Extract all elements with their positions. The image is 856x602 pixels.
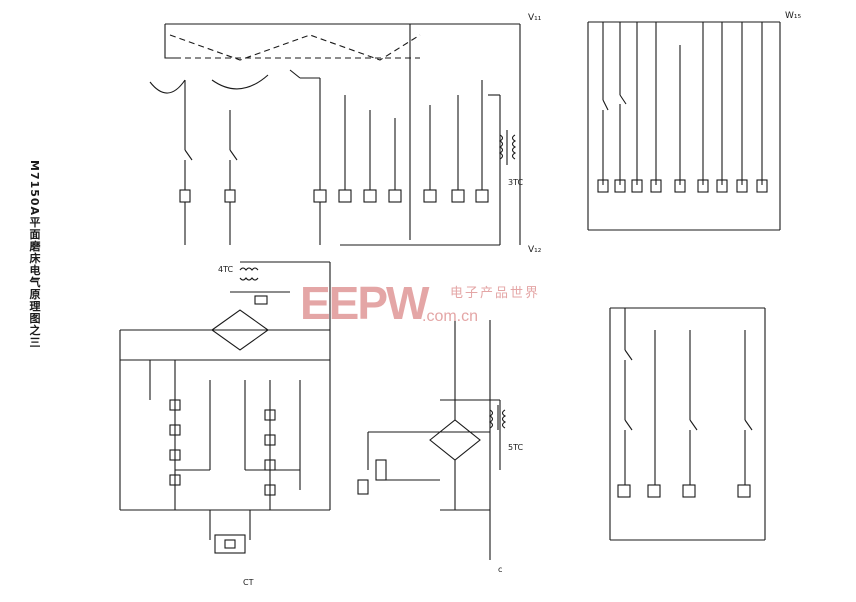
watermark-cn: 电子产品世界 bbox=[450, 286, 541, 301]
label-ct-bottom: CT bbox=[243, 578, 254, 587]
label-w-top: W₁₅ bbox=[785, 11, 802, 21]
label-v-top: V₁₁ bbox=[528, 13, 542, 23]
wiring bbox=[119, 21, 781, 560]
watermark-logo: EEPW bbox=[300, 277, 429, 329]
label-tc-mid: 5TC bbox=[508, 443, 524, 452]
diagram-title: M7150A平面磨床电气原理图之三 bbox=[28, 160, 41, 349]
label-tc-right: 3TC bbox=[508, 178, 524, 187]
label-c-right: c bbox=[498, 565, 502, 574]
label-tc-left: 4TC bbox=[218, 265, 234, 274]
watermark: EEPW 电子产品世界 .com.cn bbox=[300, 280, 570, 330]
label-v-bot: V₁₂ bbox=[528, 245, 542, 255]
watermark-url: .com.cn bbox=[422, 308, 479, 325]
